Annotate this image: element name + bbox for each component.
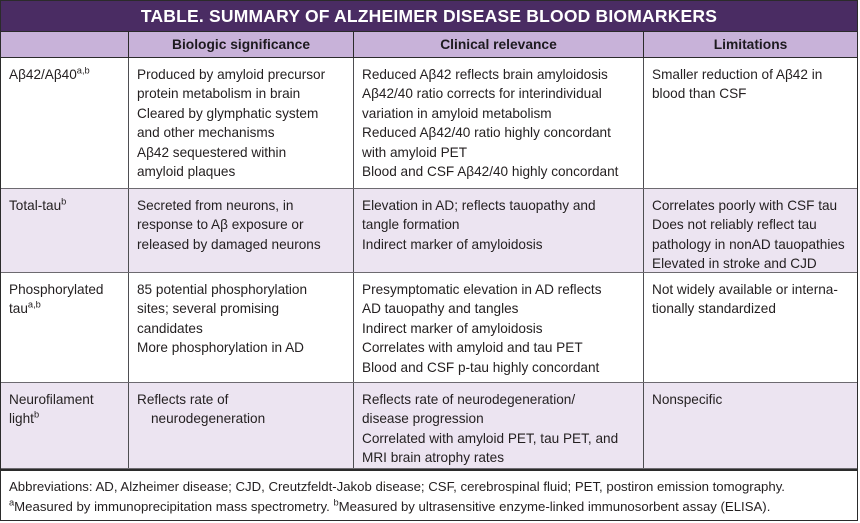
text-line: Does not reliably reflect tau [652,217,817,233]
text-line: Indirect marker of amyloidosis [362,236,543,252]
row-biomarker-name: Phosphorylated taua,b [1,273,129,382]
table-column-header-row: Biologic significance Clinical relevance… [1,32,857,58]
biomarker-label: Aβ42/Aβ40 [9,67,77,82]
text-line: Correlates poorly with CSF tau [652,198,838,213]
text-line: released by damaged neurons [137,236,321,252]
cell-limitations: Not widely available or interna- tionall… [644,273,857,382]
text-line: Aβ42/40 ratio corrects for interindividu… [362,86,602,102]
footnote-marker-b: b [333,497,339,508]
cell-limitations: Nonspecific [644,383,857,468]
footnote-note-a: Measured by immunoprecipitation mass spe… [14,498,334,514]
footnote-abbreviations: Abbreviations: AD, Alzheimer disease; CJ… [9,479,785,494]
text-line: amyloid plaques [137,164,236,180]
text-line: Reduced Aβ42 reflects brain amyloidosis [362,67,608,82]
text-line: MRI brain atrophy rates [362,450,505,466]
footnote-marker: a,b [76,65,90,76]
footnote-note-b: Measured by ultrasensitive enzyme-linked… [338,498,771,514]
cell-clinical-relevance: Presymptomatic elevation in AD reflects … [354,273,644,382]
text-line: Elevation in AD; reflects tauopathy and [362,198,596,213]
text-line: Not widely available or interna- [652,282,838,297]
column-header-limitations: Limitations [713,37,788,52]
row-biomarker-name: Total-taub [1,189,129,272]
biomarker-label: Neurofilament light [9,392,94,427]
text-line: Reflects rate of neurodegeneration/ [362,392,576,407]
table-title: TABLE. SUMMARY OF ALZHEIMER DISEASE BLOO… [1,1,857,32]
text-line: Blood and CSF Aβ42/40 highly concordant [362,164,619,180]
cell-biologic-significance: Produced by amyloid precursor protein me… [129,58,354,188]
text-line: protein metabolism in brain [137,86,301,102]
text-line: and other mechanisms [137,125,275,141]
table-footnote: Abbreviations: AD, Alzheimer disease; CJ… [1,469,857,520]
text-line: tionally standardized [652,301,776,317]
text-line: Cleared by glymphatic system [137,105,319,121]
cell-biologic-significance: Reflects rate of neurodegeneration [129,383,354,468]
text-line: Presymptomatic elevation in AD reflects [362,282,602,297]
text-line: pathology in nonAD tauopathies [652,236,845,252]
cell-limitations: Smaller reduction of Aβ42 in blood than … [644,58,857,188]
row-biomarker-name: Aβ42/Aβ40a,b [1,58,129,188]
column-header-clinical-relevance: Clinical relevance [354,32,644,57]
cell-clinical-relevance: Reflects rate of neurodegeneration/ dise… [354,383,644,468]
text-line: Blood and CSF p-tau highly concordant [362,359,600,375]
text-line: More phosphorylation in AD [137,340,304,356]
biomarker-label: Total-tau [9,198,62,213]
text-line: Nonspecific [652,392,723,407]
text-line: Secreted from neurons, in [137,198,294,213]
text-line: Aβ42 sequestered within [137,144,287,160]
text-line: response to Aβ exposure or [137,217,304,233]
row-biomarker-name: Neurofilament lightb [1,383,129,468]
text-line: neurodegeneration [151,411,266,427]
text-line: Indirect marker of amyloidosis [362,320,543,336]
text-line: sites; several promising [137,301,280,317]
cell-clinical-relevance: Reduced Aβ42 reflects brain amyloidosis … [354,58,644,188]
cell-biologic-significance: Secreted from neurons, in response to Aβ… [129,189,354,272]
column-header-biomarker [1,32,129,57]
footnote-marker: a,b [27,299,41,310]
cell-biologic-significance: 85 potential phosphorylation sites; seve… [129,273,354,382]
text-line: with amyloid PET [362,144,468,160]
text-line: Correlates with amyloid and tau PET [362,340,583,356]
footnote-marker: b [61,196,67,207]
cell-clinical-relevance: Elevation in AD; reflects tauopathy and … [354,189,644,272]
table-row: Total-taub Secreted from neurons, in res… [1,189,857,273]
text-line: 85 potential phosphorylation [137,282,308,297]
table-row: Neurofilament lightb Reflects rate of ne… [1,383,857,469]
text-line: Elevated in stroke and CJD [652,256,817,272]
table-row: Phosphorylated taua,b 85 potential phosp… [1,273,857,383]
table-row: Aβ42/Aβ40a,b Produced by amyloid precurs… [1,58,857,189]
text-line: Produced by amyloid precursor [137,67,326,82]
text-line: Smaller reduction of Aβ42 in [652,67,823,82]
text-line: Correlated with amyloid PET, tau PET, an… [362,430,619,446]
text-line: disease progression [362,411,484,427]
text-line: candidates [137,320,203,336]
text-line: blood than CSF [652,86,747,102]
footnote-marker: b [33,409,40,420]
text-line: Reflects rate of [137,392,229,407]
text-line: variation in amyloid metabolism [362,105,552,121]
footnote-methods: aMeasured by immunoprecipitation mass sp… [9,497,849,517]
text-line: Reduced Aβ42/40 ratio highly concordant [362,125,611,141]
footnote-marker-a: a [9,497,15,508]
column-header-biologic-significance: Biologic significance [129,32,354,57]
cell-limitations: Correlates poorly with CSF tau Does not … [644,189,857,272]
text-line: AD tauopathy and tangles [362,301,519,317]
biomarker-label: Phosphorylated tau [9,282,104,317]
text-line: tangle formation [362,217,460,233]
